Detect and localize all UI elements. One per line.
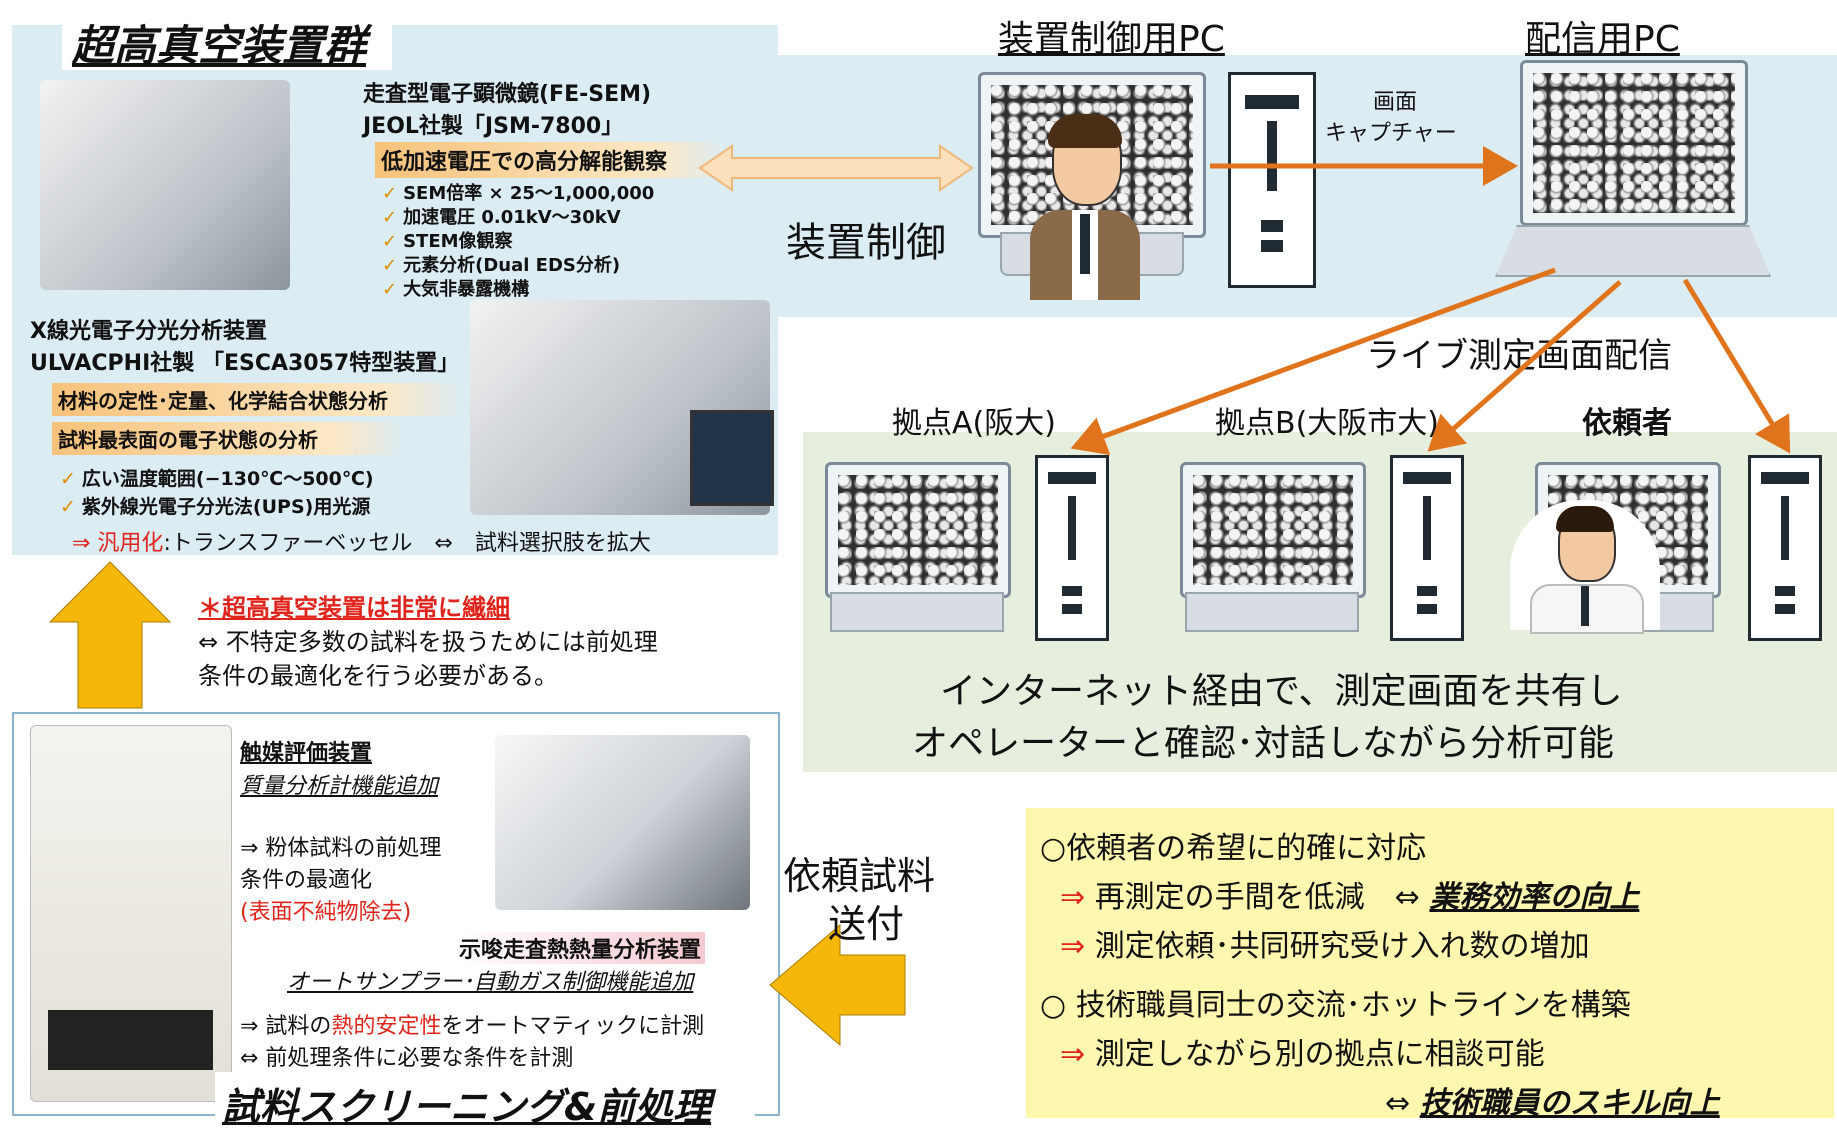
screening-title: 試料スクリーニング&前処理 (222, 1085, 712, 1129)
fesem-feature: ✓元素分析(Dual EDS分析) (382, 255, 621, 276)
site-a-tower (1035, 455, 1109, 641)
catalyst-line-1: ⇒ 粉体試料の前処理 (240, 836, 442, 861)
site-b-tower (1390, 455, 1464, 641)
xps-maker: ULVACPHI社製 「ESCA3057特型装置」 (30, 351, 460, 376)
benefit-item-1a: ⇒ 再測定の手間を低減 ⇔ 業務効率の向上 (1060, 880, 1640, 915)
xps-highlight-1: 材料の定性･定量、化学結合状態分析 (52, 383, 464, 416)
send-sample-line-2: 送付 (828, 902, 905, 946)
fesem-features: ✓SEM倍率 × 25～1,000,000 ✓加速電圧 0.01kV～30kV … (382, 182, 654, 302)
thermal-line-2: ⇔ 前処理条件に必要な条件を計測 (240, 1046, 574, 1071)
xps-monitor-photo (690, 410, 774, 506)
site-a-stand (830, 592, 1004, 632)
catalyst-panel-display (48, 1010, 213, 1070)
fesem-photo (40, 80, 290, 290)
catalyst-addition: 質量分析計機能追加 (240, 774, 439, 799)
live-distribution-label: ライブ測定画面配信 (1358, 328, 1680, 377)
xps-highlight-2: 試料最表面の電子状態の分析 (52, 422, 404, 455)
uhv-title: 超高真空装置群 (72, 21, 367, 70)
requester-tower (1748, 455, 1822, 641)
send-sample-line-1: 依頼試料 (783, 854, 936, 898)
distribution-laptop-screen (1520, 60, 1748, 226)
thermal-analyzer-name: 示唆走査熱熱量分析装置 (455, 932, 706, 964)
benefit-item-2: ○ 技術職員同士の交流･ホットラインを構築 (1040, 988, 1631, 1023)
generalize-line: ⇒ 汎用化:トランスファーベッセル ⇔ 試料選択肢を拡大 (72, 531, 651, 556)
benefit-item-2a: ⇒ 測定しながら別の拠点に相談可能 (1060, 1037, 1545, 1072)
internet-line-1: インターネット経由で、測定画面を共有し (940, 671, 1623, 712)
xps-name: X線光電子分光分析装置 (30, 319, 267, 344)
distribution-pc-heading: 配信用PC (1525, 19, 1680, 60)
screening-title-box (215, 1072, 755, 1124)
catalyst-line-2: 条件の最適化 (240, 868, 373, 893)
catalyst-name: 触媒評価装置 (240, 741, 373, 766)
site-a-monitor (825, 462, 1011, 598)
benefit-item-2b: ⇔ 技術職員のスキル向上 (1385, 1086, 1720, 1121)
fesem-maker: JEOL社製「JSM-7800」 (363, 114, 624, 139)
site-a-label: 拠点A(阪大) (892, 406, 1056, 441)
fesem-feature: ✓大気非暴露機構 (382, 279, 530, 300)
fesem-feature: ✓加速電圧 0.01kV～30kV (382, 207, 621, 228)
device-control-label: 装置制御 (786, 220, 946, 266)
thermal-line-1: ⇒ 試料の熱的安定性をオートマティックに計測 (240, 1014, 705, 1039)
note-line-2: 条件の最適化を行う必要がある。 (198, 662, 558, 690)
requester-label: 依頼者 (1582, 406, 1672, 441)
benefit-item-1b: ⇒ 測定依頼･共同研究受け入れ数の増加 (1060, 929, 1590, 964)
fesem-name: 走査型電子顕微鏡(FE-SEM) (363, 82, 652, 107)
internet-line-2: オペレーターと確認･対話しながら分析可能 (912, 723, 1615, 764)
site-b-label: 拠点B(大阪市大) (1215, 406, 1439, 441)
distribution-laptop-base (1495, 225, 1771, 277)
fesem-feature: ✓SEM倍率 × 25～1,000,000 (382, 183, 655, 204)
requester-avatar (1510, 500, 1660, 634)
xps-feature: ✓紫外線光電子分光法(UPS)用光源 (60, 496, 371, 518)
fesem-highlight: 低加速電圧での高分解能観察 (375, 142, 727, 178)
catalyst-line-3: (表面不純物除去) (240, 900, 412, 925)
control-pc-tower (1228, 72, 1316, 288)
site-b-stand (1185, 592, 1359, 632)
thermal-analyzer-photo (495, 735, 750, 910)
capture-label-2: キャプチャー (1325, 121, 1457, 146)
xps-feature: ✓広い温度範囲(−130℃～500℃) (60, 468, 374, 490)
uhv-title-box (62, 8, 392, 70)
operator-avatar (1010, 110, 1160, 300)
capture-label-1: 画面 (1373, 90, 1418, 115)
thermal-analyzer-addition: オートサンプラー･自動ガス制御機能追加 (287, 970, 694, 995)
benefit-item-1: ○依頼者の希望に的確に対応 (1040, 831, 1427, 866)
note-line-1: ⇔ 不特定多数の試料を扱うためには前処理 (198, 628, 658, 656)
note-title: ＊超高真空装置は非常に繊細 (198, 594, 510, 622)
xps-features: ✓広い温度範囲(−130℃～500℃) ✓紫外線光電子分光法(UPS)用光源 (60, 465, 374, 521)
benefits-panel (1026, 808, 1834, 1118)
site-b-monitor (1180, 462, 1366, 598)
control-pc-heading: 装置制御用PC (998, 19, 1225, 60)
fesem-feature: ✓STEM像観察 (382, 231, 513, 252)
